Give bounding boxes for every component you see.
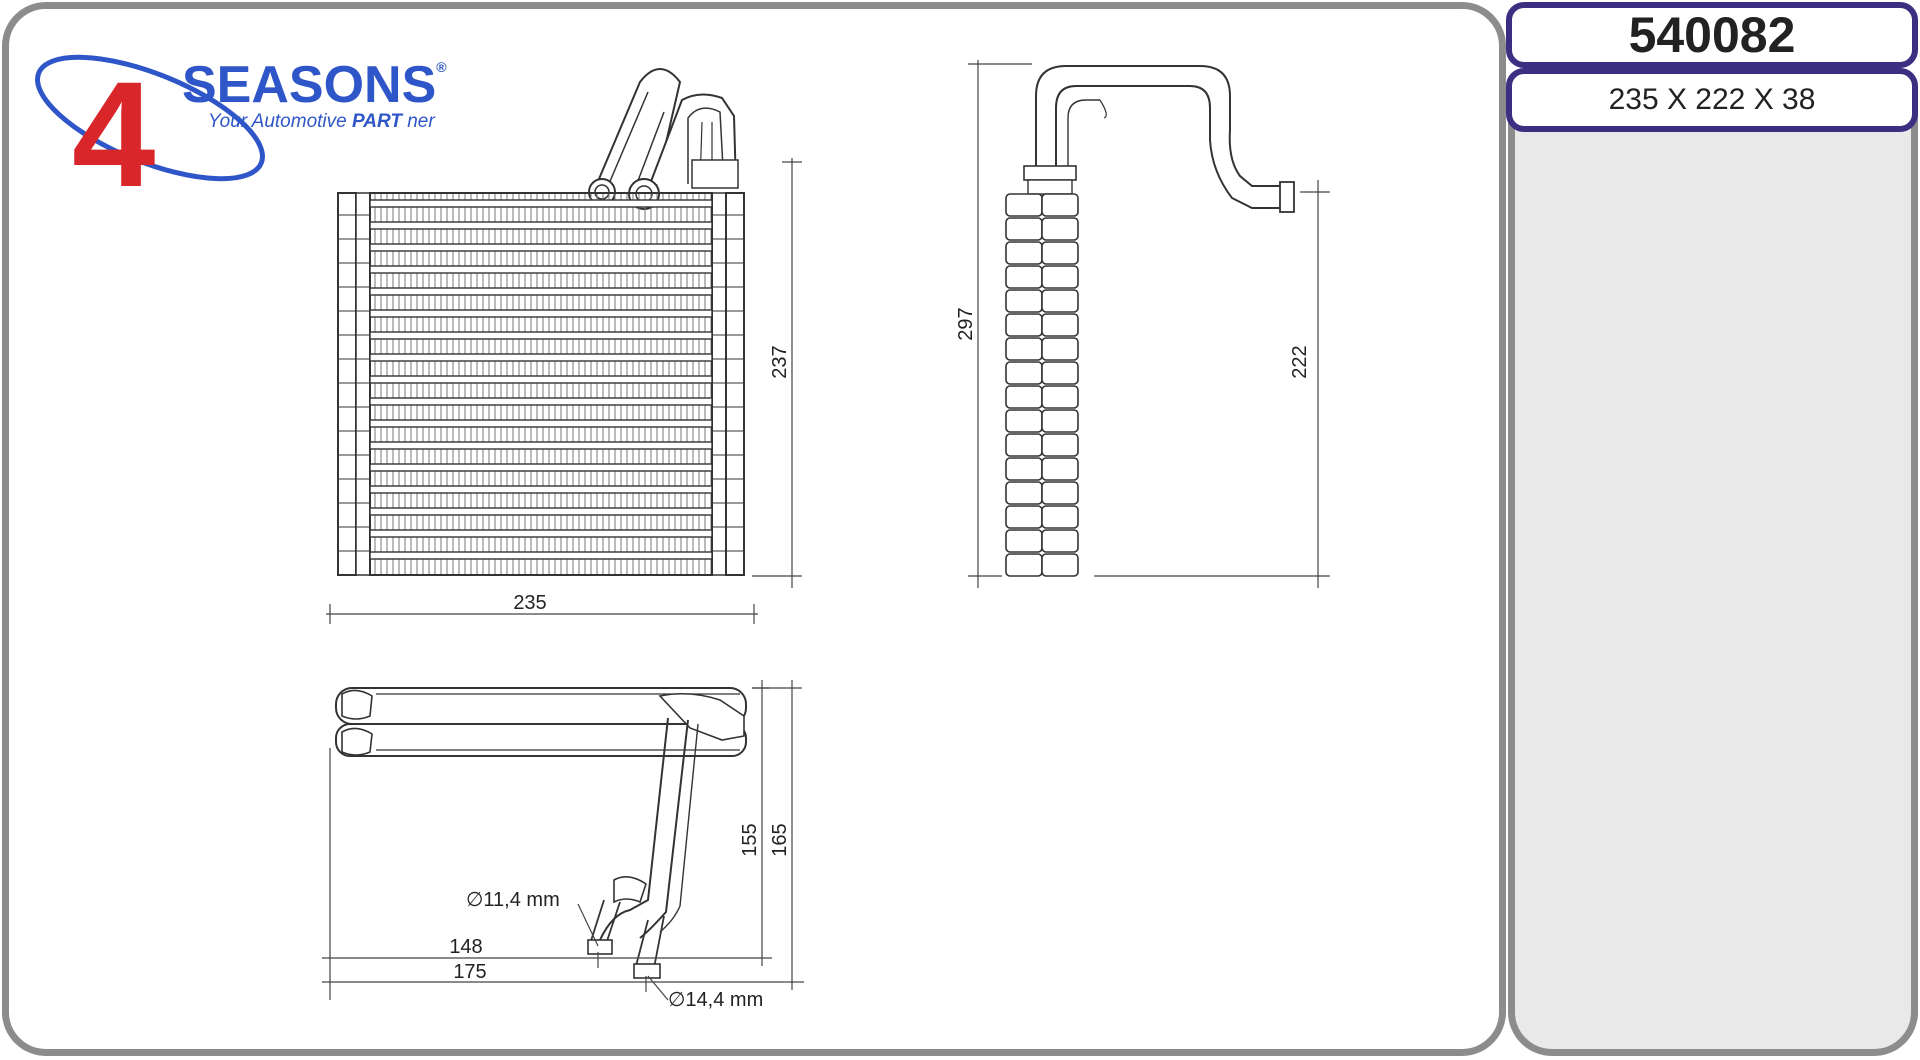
front-width-label: 235 (513, 592, 546, 614)
part-dimensions-box: 235 X 222 X 38 (1506, 68, 1918, 132)
logo-swoosh (35, 54, 265, 182)
part-dimensions: 235 X 222 X 38 (1608, 83, 1816, 116)
logo-wordmark: SEASONS® (182, 56, 447, 114)
top-view (322, 680, 804, 1001)
side-core-height-label: 222 (1289, 345, 1311, 378)
technical-drawing: 4 SEASONS® Your Automotive PART ner (35, 50, 1330, 1011)
side-view (968, 60, 1330, 588)
part-number-box: 540082 (1506, 2, 1918, 68)
top-depth-inner-label: 155 (739, 823, 761, 856)
logo-numeral: 4 (72, 50, 155, 218)
front-height-label: 237 (769, 345, 791, 378)
part-number: 540082 (1628, 7, 1796, 63)
top-offset-inner-label: 148 (449, 936, 482, 958)
top-depth-outer-label: 165 (769, 823, 791, 856)
front-view (326, 68, 802, 624)
logo-tagline: Your Automotive PART ner (208, 111, 435, 132)
drawing-panel (2, 2, 1506, 1056)
pipe-large-diameter-label: ∅14,4 mm (668, 989, 763, 1011)
brand-logo: 4 SEASONS® Your Automotive PART ner (35, 50, 447, 218)
pipe-small-diameter-label: ∅11,4 mm (466, 889, 560, 911)
info-side-panel (1508, 64, 1918, 1056)
side-total-height-label: 297 (955, 307, 977, 340)
top-offset-outer-label: 175 (453, 961, 486, 983)
